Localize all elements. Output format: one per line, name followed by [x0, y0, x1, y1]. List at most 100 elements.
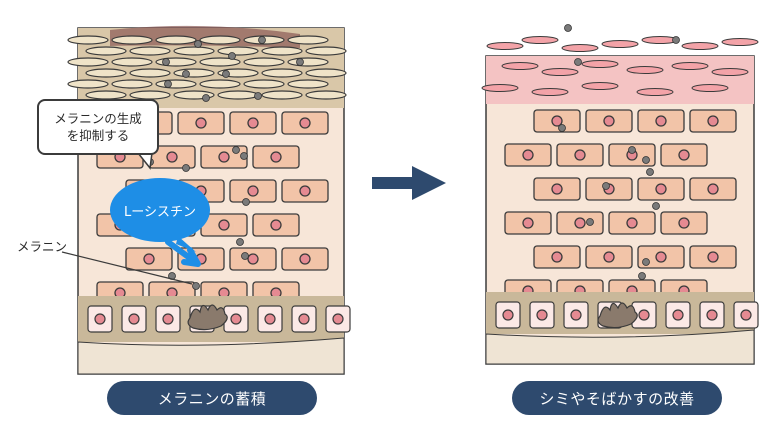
cell-nucleus	[264, 313, 276, 325]
corneum-flake	[243, 57, 285, 67]
melanin-granule	[672, 36, 680, 44]
melanin-granule	[628, 146, 636, 154]
cell-nucleus	[247, 117, 259, 129]
cell-nucleus	[143, 253, 155, 265]
melanocyte-right	[597, 302, 638, 329]
cell-nucleus	[522, 217, 534, 229]
corneum-flake	[561, 44, 599, 52]
corneum-flake	[671, 62, 709, 70]
melanin-granule	[182, 70, 190, 78]
cell-nucleus	[551, 251, 563, 263]
corneum-flake	[111, 35, 153, 45]
corneum-flake	[217, 90, 259, 100]
corneum-flake	[111, 79, 153, 89]
cell-nucleus	[270, 151, 282, 163]
corneum-flake	[581, 82, 619, 90]
corneum-flake	[173, 68, 215, 78]
cell-nucleus	[522, 149, 534, 161]
corneum-flake	[287, 79, 329, 89]
corneum-flake	[155, 79, 197, 89]
melanin-granule	[228, 52, 236, 60]
corneum-flake	[243, 79, 285, 89]
cell-nucleus	[672, 309, 684, 321]
caption-melanin-accumulation: メラニンの蓄積	[107, 381, 317, 415]
cell-nucleus	[551, 115, 563, 127]
cell-nucleus	[230, 313, 242, 325]
corneum-flake	[85, 68, 127, 78]
corneum-flake	[287, 57, 329, 67]
cell-nucleus	[195, 117, 207, 129]
cell-nucleus	[94, 313, 106, 325]
cell-nucleus	[218, 151, 230, 163]
cell-nucleus	[218, 219, 230, 231]
cell-nucleus	[707, 183, 719, 195]
cell-nucleus	[166, 151, 178, 163]
corneum-flake	[521, 36, 559, 44]
melanin-pointer-line	[61, 251, 193, 285]
melanin-granule	[296, 58, 304, 66]
cell-nucleus	[502, 309, 514, 321]
cell-nucleus	[603, 115, 615, 127]
melanin-granule	[240, 152, 248, 160]
cell-nucleus	[270, 219, 282, 231]
melanin-granule	[194, 40, 202, 48]
melanin-granule	[254, 92, 262, 100]
melanin-granule	[162, 58, 170, 66]
cell-nucleus	[626, 217, 638, 229]
melanin-granule	[236, 238, 244, 246]
cell-nucleus	[536, 309, 548, 321]
cell-nucleus	[299, 117, 311, 129]
melanin-granule	[652, 202, 660, 210]
corneum-flake	[501, 62, 539, 70]
melanin-granule	[164, 80, 172, 88]
transition-arrow	[372, 166, 446, 200]
melanin-granule	[586, 218, 594, 226]
melanin-label: メラニン	[17, 239, 68, 254]
corneum-flake	[155, 35, 197, 45]
corneum-flake	[173, 46, 215, 56]
cell-nucleus	[707, 115, 719, 127]
cell-nucleus	[603, 251, 615, 263]
melanin-granule	[202, 94, 210, 102]
cell-nucleus	[570, 309, 582, 321]
cell-nucleus	[740, 309, 752, 321]
corneum-flake	[305, 90, 347, 100]
cell-nucleus	[706, 309, 718, 321]
cell-nucleus	[655, 251, 667, 263]
cell-nucleus	[707, 251, 719, 263]
cell-nucleus	[655, 115, 667, 127]
corneum-flake	[67, 35, 109, 45]
melanin-granule	[558, 124, 566, 132]
corneum-flake	[85, 46, 127, 56]
corneum-flake	[67, 57, 109, 67]
caption-spots-improvement: シミやそばかすの改善	[512, 381, 722, 415]
corneum-flake	[711, 68, 749, 76]
right-skin-panel	[481, 24, 759, 365]
corneum-flake	[287, 35, 329, 45]
cell-nucleus	[299, 185, 311, 197]
corneum-flake	[681, 42, 719, 50]
cell-nucleus	[678, 217, 690, 229]
cell-nucleus	[678, 149, 690, 161]
corneum-flake	[626, 66, 664, 74]
cell-nucleus	[162, 313, 174, 325]
cell-nucleus	[332, 313, 344, 325]
corneum-flake	[199, 35, 241, 45]
corneum-flake	[601, 40, 639, 48]
cell-nucleus	[298, 313, 310, 325]
corneum-flake	[217, 46, 259, 56]
corneum-flake	[691, 84, 729, 92]
melanin-granule	[564, 24, 572, 32]
corneum-flake	[721, 38, 759, 46]
left-skin-panel	[67, 25, 351, 375]
melanin-granule	[638, 272, 646, 280]
corneum-flake	[636, 88, 674, 96]
melanin-granule	[646, 168, 654, 176]
corneum-flake	[261, 46, 303, 56]
corneum-flake	[155, 57, 197, 67]
melanin-granule	[192, 282, 200, 290]
melanin-granule	[241, 252, 249, 260]
corneum-flake	[305, 68, 347, 78]
melanin-granule	[222, 70, 230, 78]
callout-tail	[137, 152, 153, 170]
